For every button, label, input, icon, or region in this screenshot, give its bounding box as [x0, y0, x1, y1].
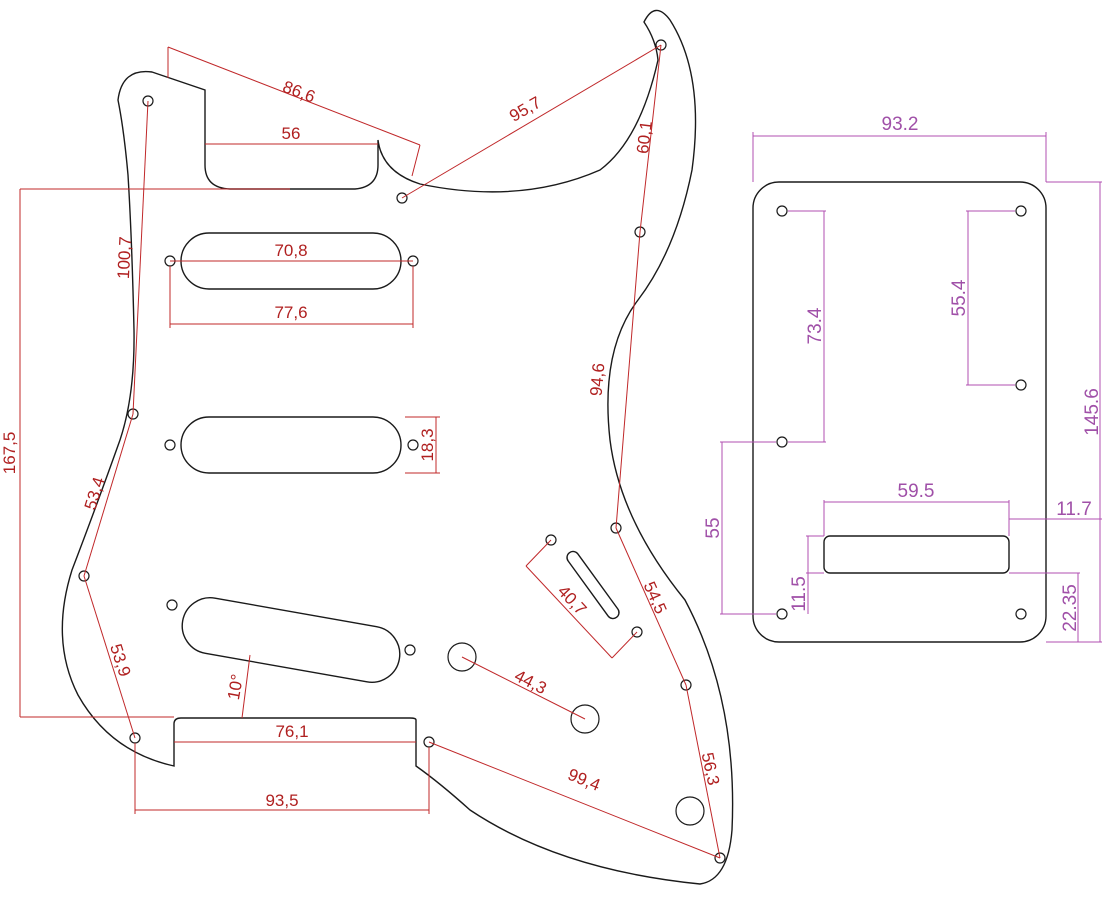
dim-label: 93,5: [265, 791, 298, 810]
dim-label: 59.5: [898, 481, 935, 502]
dim-label: 22.35: [1060, 584, 1081, 632]
pickguard-dimension-labels: 86,6 56 95,7 60,1 100,7 70,8 77,6 167,5 …: [0, 77, 723, 810]
screw-hole: [1015, 379, 1027, 391]
screw-hole: [1015, 205, 1027, 217]
dim-label: 11.5: [789, 576, 810, 612]
pickguard-outline: [61, 9, 734, 885]
dim-label: 93.2: [882, 114, 919, 135]
pickup-screw-hole: [166, 599, 178, 611]
middle-pickup-slot: [180, 416, 402, 474]
dim-label: 56: [282, 124, 301, 143]
dim-label: 73.4: [805, 307, 826, 344]
screw-hole: [776, 436, 788, 448]
dim-label: 11.7: [1056, 499, 1092, 520]
pickup-screw-hole: [407, 439, 419, 451]
dim-label: 60,1: [633, 120, 656, 155]
dim-label: 44,3: [511, 666, 549, 698]
dim-label: 40,7: [554, 582, 590, 619]
dim-label: 53,9: [106, 642, 134, 679]
pickguard-dimension-lines: [19, 44, 721, 859]
dim-label: 145.6: [1082, 388, 1103, 436]
bridge-pickup-slot: [181, 597, 401, 683]
screw-hole: [776, 608, 788, 620]
dim-label: 94,6: [587, 362, 609, 397]
dim-label: 99,4: [565, 765, 603, 795]
dim-label: 86,6: [280, 77, 318, 107]
backplate-drawing: 93.2 145.6 73.4 55.4 55 59.5 11.7 11.5 2…: [703, 114, 1103, 643]
pickup-screw-hole: [164, 439, 176, 451]
dim-label: 95,7: [506, 93, 544, 126]
switch-slot: [566, 550, 620, 620]
dim-label: 18,3: [418, 428, 437, 461]
string-slot: [823, 535, 1010, 574]
dim-label: 55.4: [949, 279, 970, 316]
dim-label: 77,6: [274, 303, 307, 322]
dim-label: 53,4: [81, 475, 109, 512]
backplate-dimension-lines: [720, 132, 1102, 643]
dim-label: 10°: [224, 673, 247, 702]
dim-label: 54,5: [640, 579, 671, 617]
backplate-dimension-labels: 93.2 145.6 73.4 55.4 55 59.5 11.7 11.5 2…: [703, 114, 1103, 632]
dim-label: 167,5: [0, 432, 19, 475]
dim-label: 70,8: [274, 241, 307, 260]
pot-hole: [675, 796, 705, 826]
backplate-outline: [752, 181, 1047, 643]
pickguard-drawing: 86,6 56 95,7 60,1 100,7 70,8 77,6 167,5 …: [0, 9, 734, 885]
dim-label: 76,1: [275, 722, 308, 741]
dim-label: 100,7: [114, 236, 135, 279]
screw-hole: [1015, 608, 1027, 620]
dim-label: 55: [703, 517, 724, 538]
screw-hole: [776, 205, 788, 217]
pickup-screw-hole: [404, 644, 416, 656]
dim-label: 56,3: [698, 751, 723, 787]
